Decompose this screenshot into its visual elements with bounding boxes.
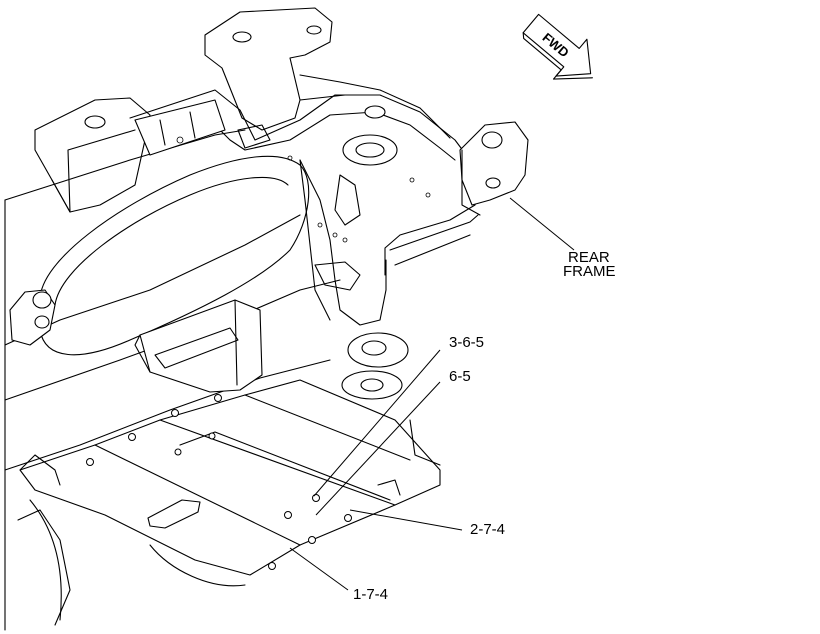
fwd-arrow-icon	[522, 13, 592, 77]
label-part-65: 6-5	[449, 368, 471, 385]
leader-274	[349, 509, 463, 531]
leader-174	[289, 547, 349, 591]
fwd-arrow: FWD	[522, 13, 593, 80]
label-rear-frame-line2: FRAME	[563, 263, 616, 280]
rear-frame-structure	[34, 7, 529, 400]
label-rear-frame-line1: REAR	[568, 249, 610, 266]
leader-rear-frame	[509, 197, 575, 251]
leader-365	[313, 349, 441, 497]
leader-lines	[289, 197, 575, 591]
label-part-274: 2-7-4	[470, 521, 505, 538]
mounting-bracket	[134, 99, 271, 393]
leader-65	[315, 381, 441, 516]
label-part-174: 1-7-4	[353, 586, 388, 603]
guard-plate	[19, 379, 441, 587]
label-part-365: 3-6-5	[449, 334, 484, 351]
